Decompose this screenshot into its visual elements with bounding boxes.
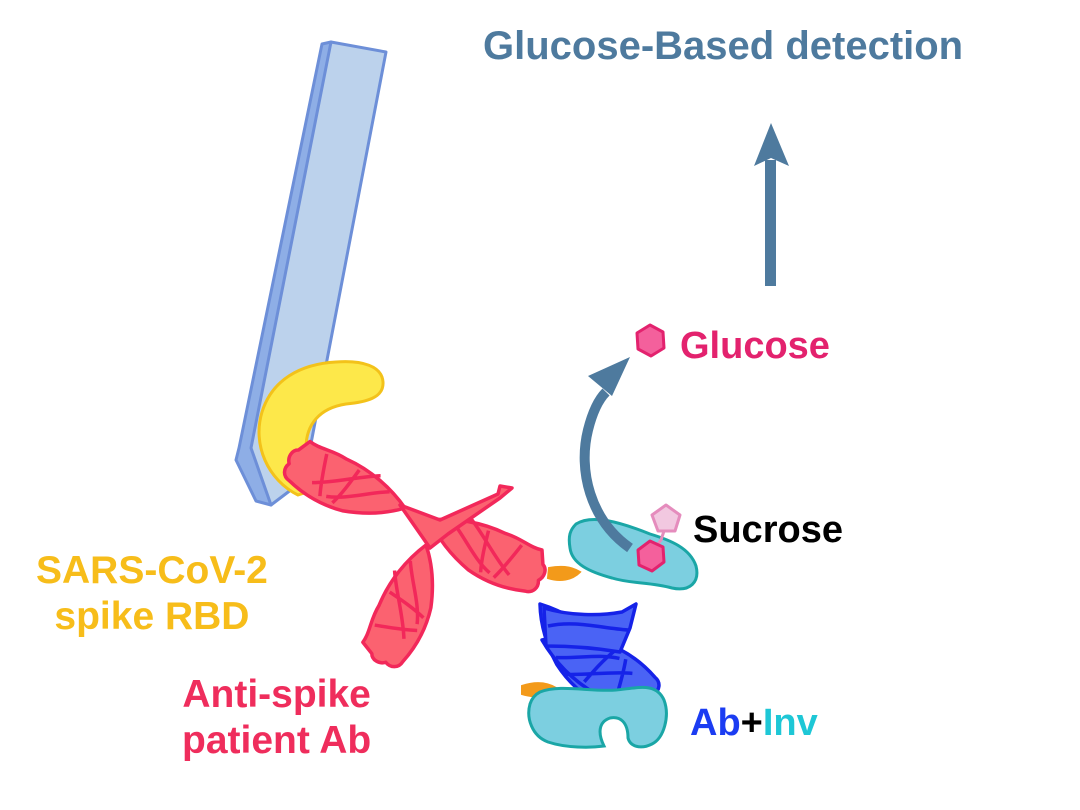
patient-ab-hinge [398, 484, 514, 550]
glucose-label: Glucose [680, 325, 830, 367]
invertase-top [567, 517, 699, 591]
rbd-label: SARS-CoV-2 spike RBD [36, 548, 268, 640]
glycosidic-bond [656, 530, 666, 545]
rbd-label-line2: spike RBD [54, 595, 250, 639]
sucrose-glucose-hexagon-icon [636, 539, 666, 573]
glucose-hexagon-icon [635, 323, 666, 358]
inv-label-part: Inv [762, 702, 818, 744]
patient-ab-label: Anti-spike patient Ab [182, 672, 371, 764]
secondary-ab-fc [542, 602, 638, 654]
fructose-pentagon-icon [650, 503, 682, 533]
patient-antibody [276, 434, 556, 675]
detection-arrow-shaft [765, 160, 776, 286]
ab-inv-label: Ab+Inv [690, 704, 818, 742]
conversion-arrow [579, 388, 633, 553]
plus-label-part: + [740, 702, 763, 744]
linker-top [546, 565, 582, 581]
invertase-bottom [527, 686, 668, 749]
ab-label-part: Ab [690, 702, 741, 744]
sucrose-label: Sucrose [693, 509, 843, 551]
patient-ab-label-line2: patient Ab [182, 719, 372, 763]
detection-arrowhead-icon [754, 123, 789, 166]
conversion-arrowhead-icon [588, 357, 630, 396]
secondary-antibody [518, 583, 669, 723]
rbd-label-line1: SARS-CoV-2 [36, 549, 268, 592]
patient-ab-label-line1: Anti-spike [182, 673, 371, 716]
diagram-title: Glucose-Based detection [483, 24, 964, 68]
